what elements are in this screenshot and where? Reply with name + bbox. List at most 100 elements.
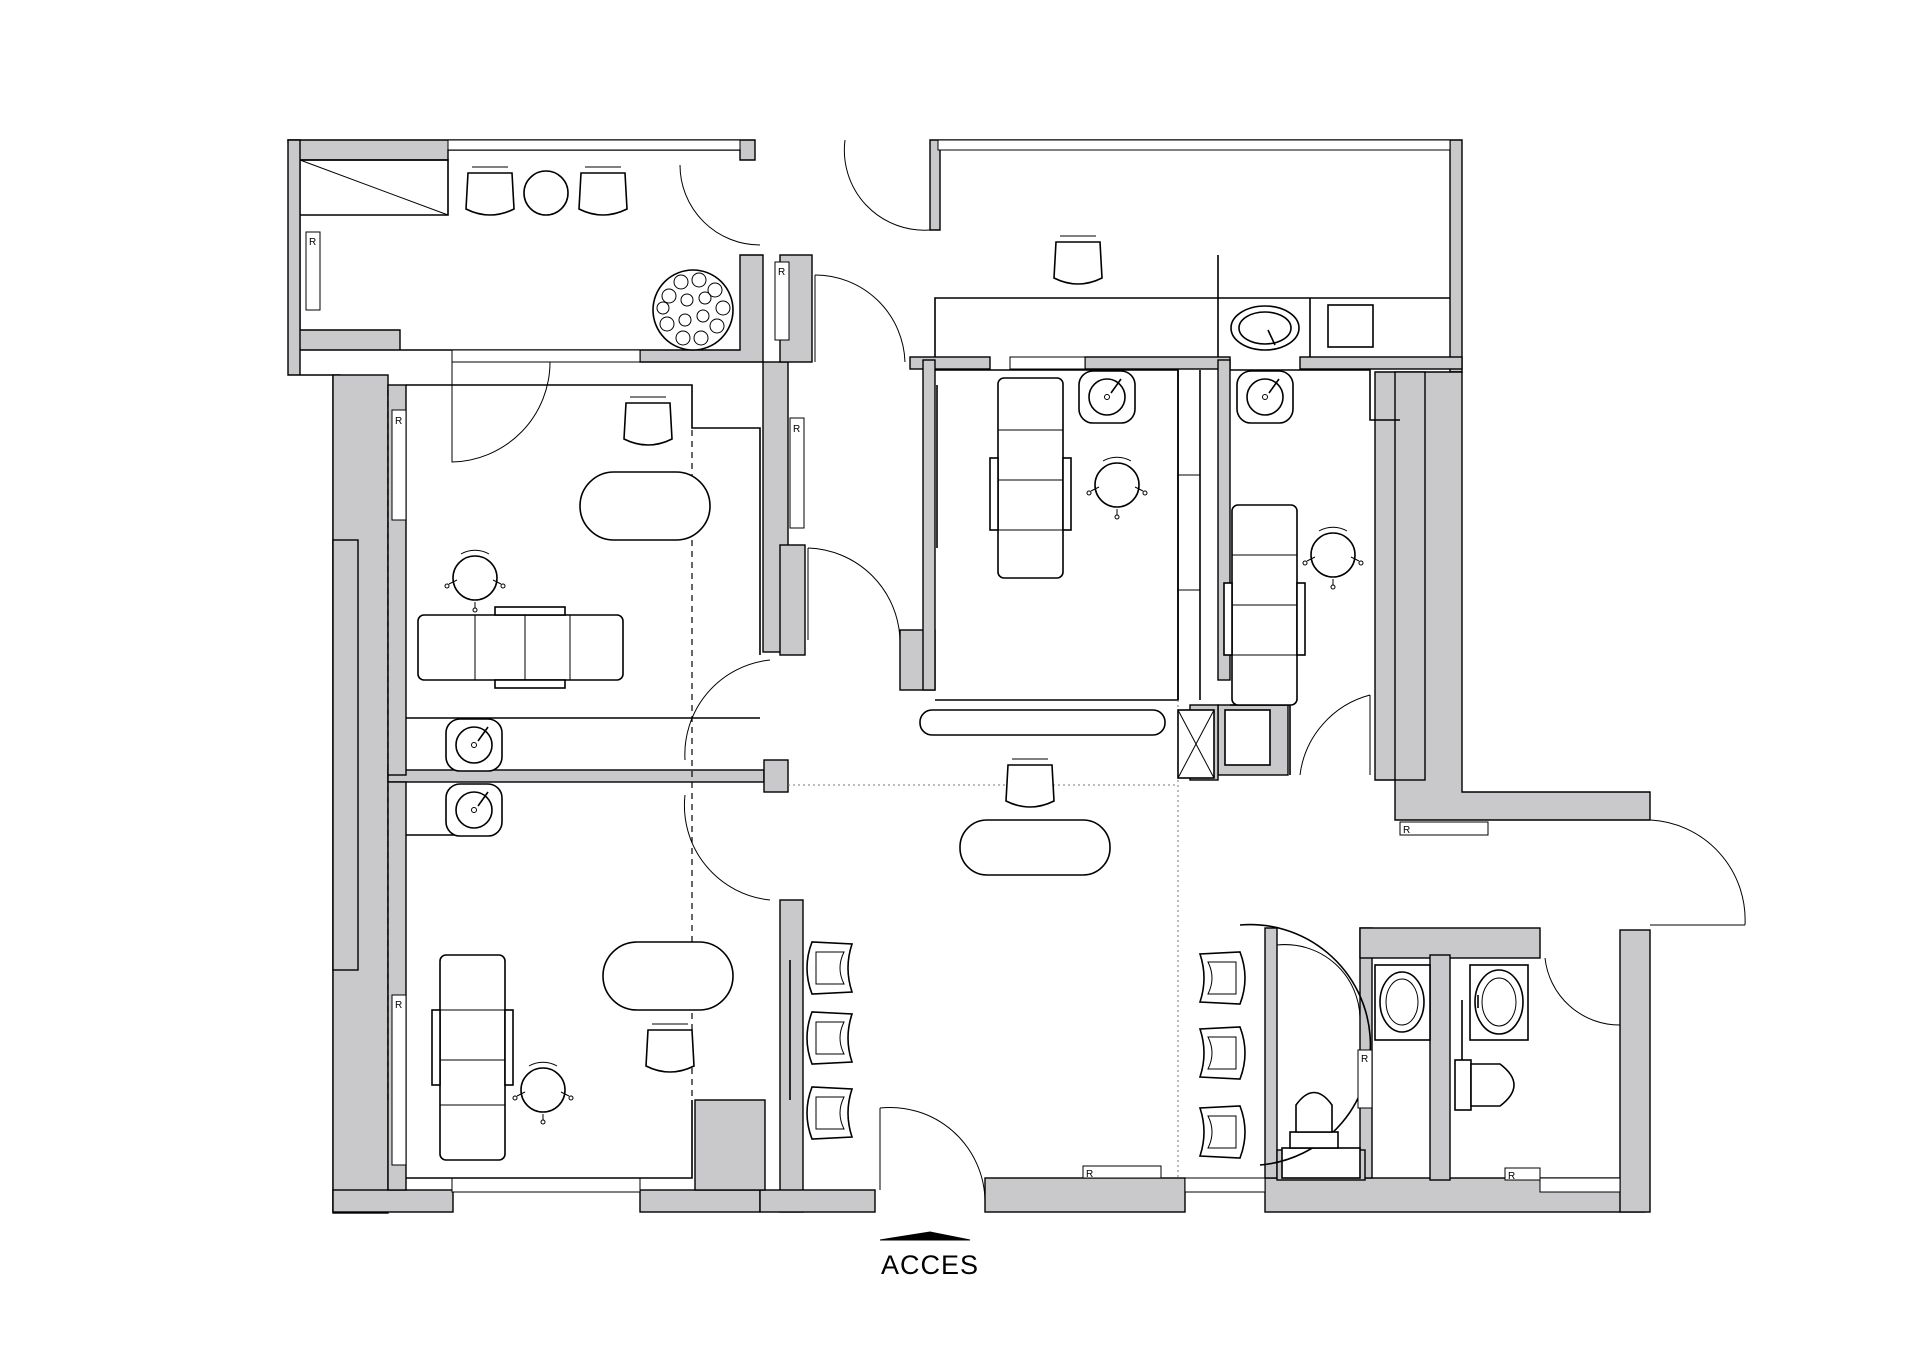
door-wc2 xyxy=(1544,957,1621,1026)
wall-corridor-mid xyxy=(779,544,806,656)
toilet-icon xyxy=(1454,1059,1515,1111)
chair-icon xyxy=(578,166,628,216)
door-room1-window xyxy=(451,360,551,463)
chair-icon xyxy=(1053,235,1103,285)
door-terrace-a xyxy=(679,164,761,246)
radiator-room1 xyxy=(391,409,407,521)
wall-bottom-b xyxy=(639,1189,761,1213)
terrace-table xyxy=(523,170,569,216)
stool-icon xyxy=(512,1061,574,1125)
stool-icon xyxy=(444,549,506,613)
room1-outline xyxy=(406,384,761,655)
chair-icon xyxy=(645,1023,695,1073)
radiator-label: R xyxy=(793,424,800,435)
entrance-label: ACCES xyxy=(880,1250,980,1280)
interior-lines xyxy=(299,159,1463,1179)
waiting-chair-icon xyxy=(806,1011,853,1065)
treatment-chair-icon xyxy=(1223,504,1306,706)
waiting-chair-icon xyxy=(1199,1105,1246,1159)
radiator-label: R xyxy=(778,267,785,278)
sink-icon xyxy=(445,718,503,772)
door-room3 xyxy=(807,547,901,641)
treatment-chair-icon xyxy=(989,377,1072,579)
room4-cabinet xyxy=(1224,709,1271,766)
wall-wc-top xyxy=(1359,927,1541,959)
counter-top xyxy=(934,297,1450,357)
waiting-chair-icon xyxy=(1199,951,1246,1005)
window-room3 xyxy=(1009,356,1086,370)
wall-wc-right xyxy=(1619,929,1651,1213)
window-wc2 xyxy=(1539,1177,1621,1193)
wall-wc-left xyxy=(1264,927,1278,1179)
door-room4 xyxy=(1299,694,1371,776)
door-room1 xyxy=(684,659,771,761)
radiator-exterior xyxy=(1399,821,1489,836)
terrace-storage-diag xyxy=(299,159,449,216)
sink-icon xyxy=(1469,964,1529,1041)
wall-room2-bottom xyxy=(694,1099,766,1191)
door-terrace-b xyxy=(843,139,931,231)
sink-icon xyxy=(1078,370,1136,424)
closet-x-b xyxy=(1177,709,1215,779)
room4-outline xyxy=(1230,369,1400,421)
wall-room-divider xyxy=(387,769,765,783)
radiator-label: R xyxy=(1086,1169,1093,1180)
wall-divider-end xyxy=(763,759,789,793)
wall-pillar-left xyxy=(332,539,359,971)
stool-icon xyxy=(1302,526,1364,590)
wall-waiting-left xyxy=(779,899,804,1213)
radiator-room1b xyxy=(789,417,805,529)
wall-bottom-c xyxy=(759,1189,876,1213)
radiator-label: R xyxy=(1403,825,1410,836)
room2-bottom-line xyxy=(406,1100,693,1179)
radiator-waiting xyxy=(1082,1165,1162,1179)
stool-icon xyxy=(1086,456,1148,520)
wc1-cistern-frame xyxy=(1281,1147,1361,1179)
wall-room4-top xyxy=(1299,356,1463,370)
window-room1 xyxy=(451,349,641,363)
door-exterior xyxy=(1649,819,1746,926)
waiting-chair-icon xyxy=(1199,1026,1246,1080)
door-wc1 xyxy=(1276,944,1361,1021)
waiting-zone-dotted xyxy=(788,784,1179,1178)
chair-icon xyxy=(465,166,515,216)
sink-icon xyxy=(1374,964,1431,1041)
radiator-label: R xyxy=(1508,1171,1515,1182)
door-corridor-top xyxy=(814,274,906,363)
wall-right-inner xyxy=(1394,371,1426,781)
chair-icon xyxy=(623,396,673,446)
radiators: R R R R R R R R R xyxy=(305,231,1541,1182)
radiator-label: R xyxy=(1361,1054,1368,1065)
radiator-wc2 xyxy=(1504,1167,1541,1181)
window-top-right xyxy=(937,139,1451,151)
wall-room3-top-b xyxy=(1084,356,1231,370)
radiator-room2 xyxy=(391,994,407,1166)
window-waiting xyxy=(1184,1177,1266,1193)
door-room2 xyxy=(683,794,771,901)
radiator-label: R xyxy=(309,237,316,248)
door-entrance xyxy=(879,1106,986,1201)
desk-room1 xyxy=(579,471,711,541)
radiator-label: R xyxy=(395,416,402,427)
treatment-chair-icon xyxy=(417,606,624,689)
waiting-chair-icon xyxy=(806,1086,853,1140)
wall-room3-top xyxy=(909,356,991,370)
sink-icon xyxy=(1230,305,1300,351)
sink-icon xyxy=(1236,370,1294,424)
wall-bottom-a xyxy=(332,1189,454,1213)
chair-icon xyxy=(1005,758,1055,808)
furniture xyxy=(417,166,1529,1161)
reception-desk xyxy=(959,819,1111,876)
treatment-chair-icon xyxy=(431,954,514,1161)
waiting-chair-icon xyxy=(806,941,853,995)
toilet-icon xyxy=(1289,1091,1339,1149)
appliance-box xyxy=(1327,304,1374,348)
entrance-arrow-icon xyxy=(879,1231,971,1241)
walls xyxy=(287,139,1651,1214)
radiator-wc1 xyxy=(1357,1049,1373,1109)
plant-icon xyxy=(652,269,734,351)
terrace-storage xyxy=(300,159,449,216)
desk-room2 xyxy=(602,941,734,1011)
radiator-terrace xyxy=(305,231,321,311)
